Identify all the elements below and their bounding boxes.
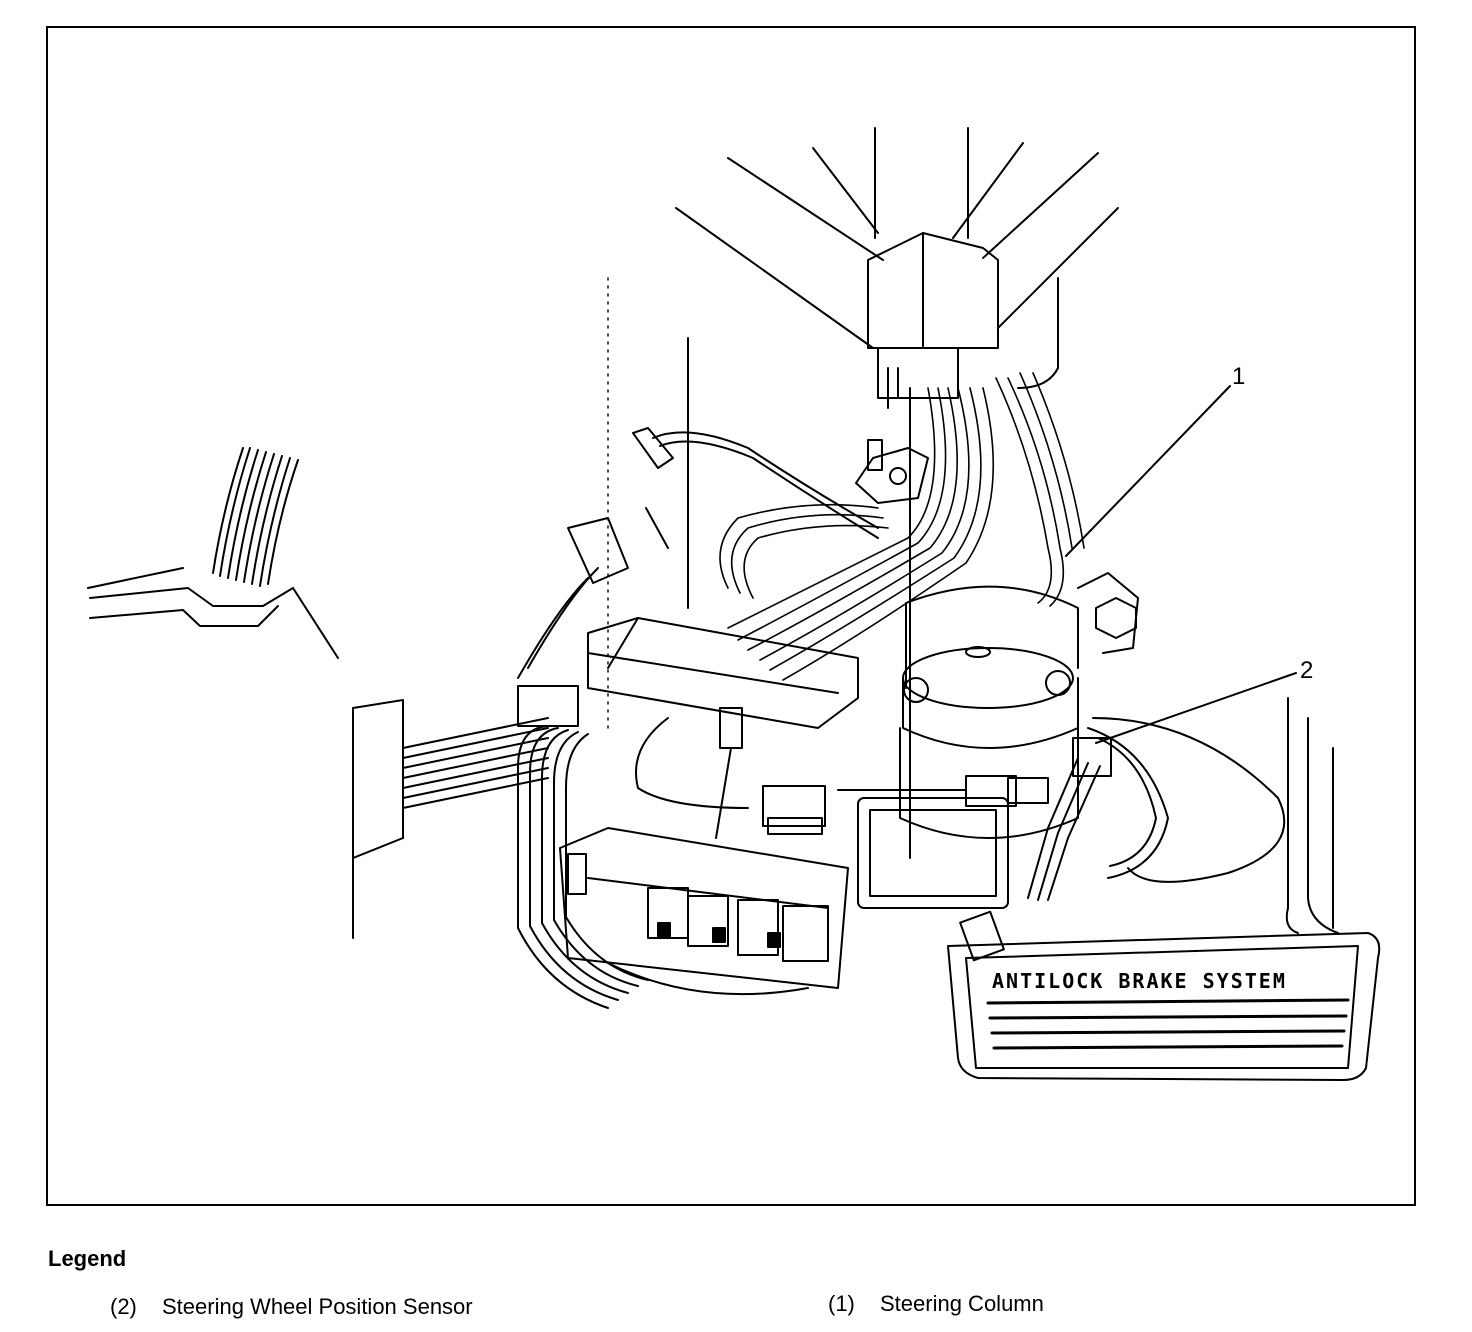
callout-1: 1 — [1065, 363, 1245, 557]
upper-small-connector — [517, 337, 879, 679]
column-bracket — [855, 439, 929, 504]
brake-pedal: ANTILOCK BRAKE SYSTEM — [947, 697, 1381, 1081]
callout-2-label: 2 — [1300, 657, 1313, 684]
main-connector-module — [517, 617, 859, 1009]
legend-item-text: Steering Wheel Position Sensor — [162, 1294, 473, 1319]
steering-wheel-position-sensor — [837, 717, 1286, 901]
callout-1-label: 1 — [1232, 363, 1245, 390]
column-wire-bundle — [719, 372, 1085, 681]
legend-item-number: (1) — [828, 1291, 855, 1316]
legend-item-steering-column: (1) Steering Column — [828, 1291, 1044, 1317]
left-connector-block — [352, 699, 549, 939]
harness-connectors — [762, 785, 1009, 962]
legend-item-number: (2) — [110, 1294, 137, 1319]
pedal-label: ANTILOCK BRAKE SYSTEM — [992, 969, 1287, 993]
callout-2: 2 — [1095, 657, 1313, 744]
figure-frame: ANTILOCK BRAKE SYSTEM 1 2 — [46, 26, 1416, 1206]
left-trim-panel — [87, 447, 339, 659]
steering-column-upper — [675, 127, 1119, 859]
lower-connector-blocks — [559, 827, 849, 996]
legend-item-steering-wheel-position-sensor: (2) Steering Wheel Position Sensor — [110, 1294, 473, 1320]
legend-item-text: Steering Column — [880, 1291, 1044, 1316]
steering-column-diagram: ANTILOCK BRAKE SYSTEM 1 2 — [87, 127, 1381, 1081]
legend-title: Legend — [48, 1246, 127, 1271]
column-lower-housing — [899, 572, 1139, 839]
